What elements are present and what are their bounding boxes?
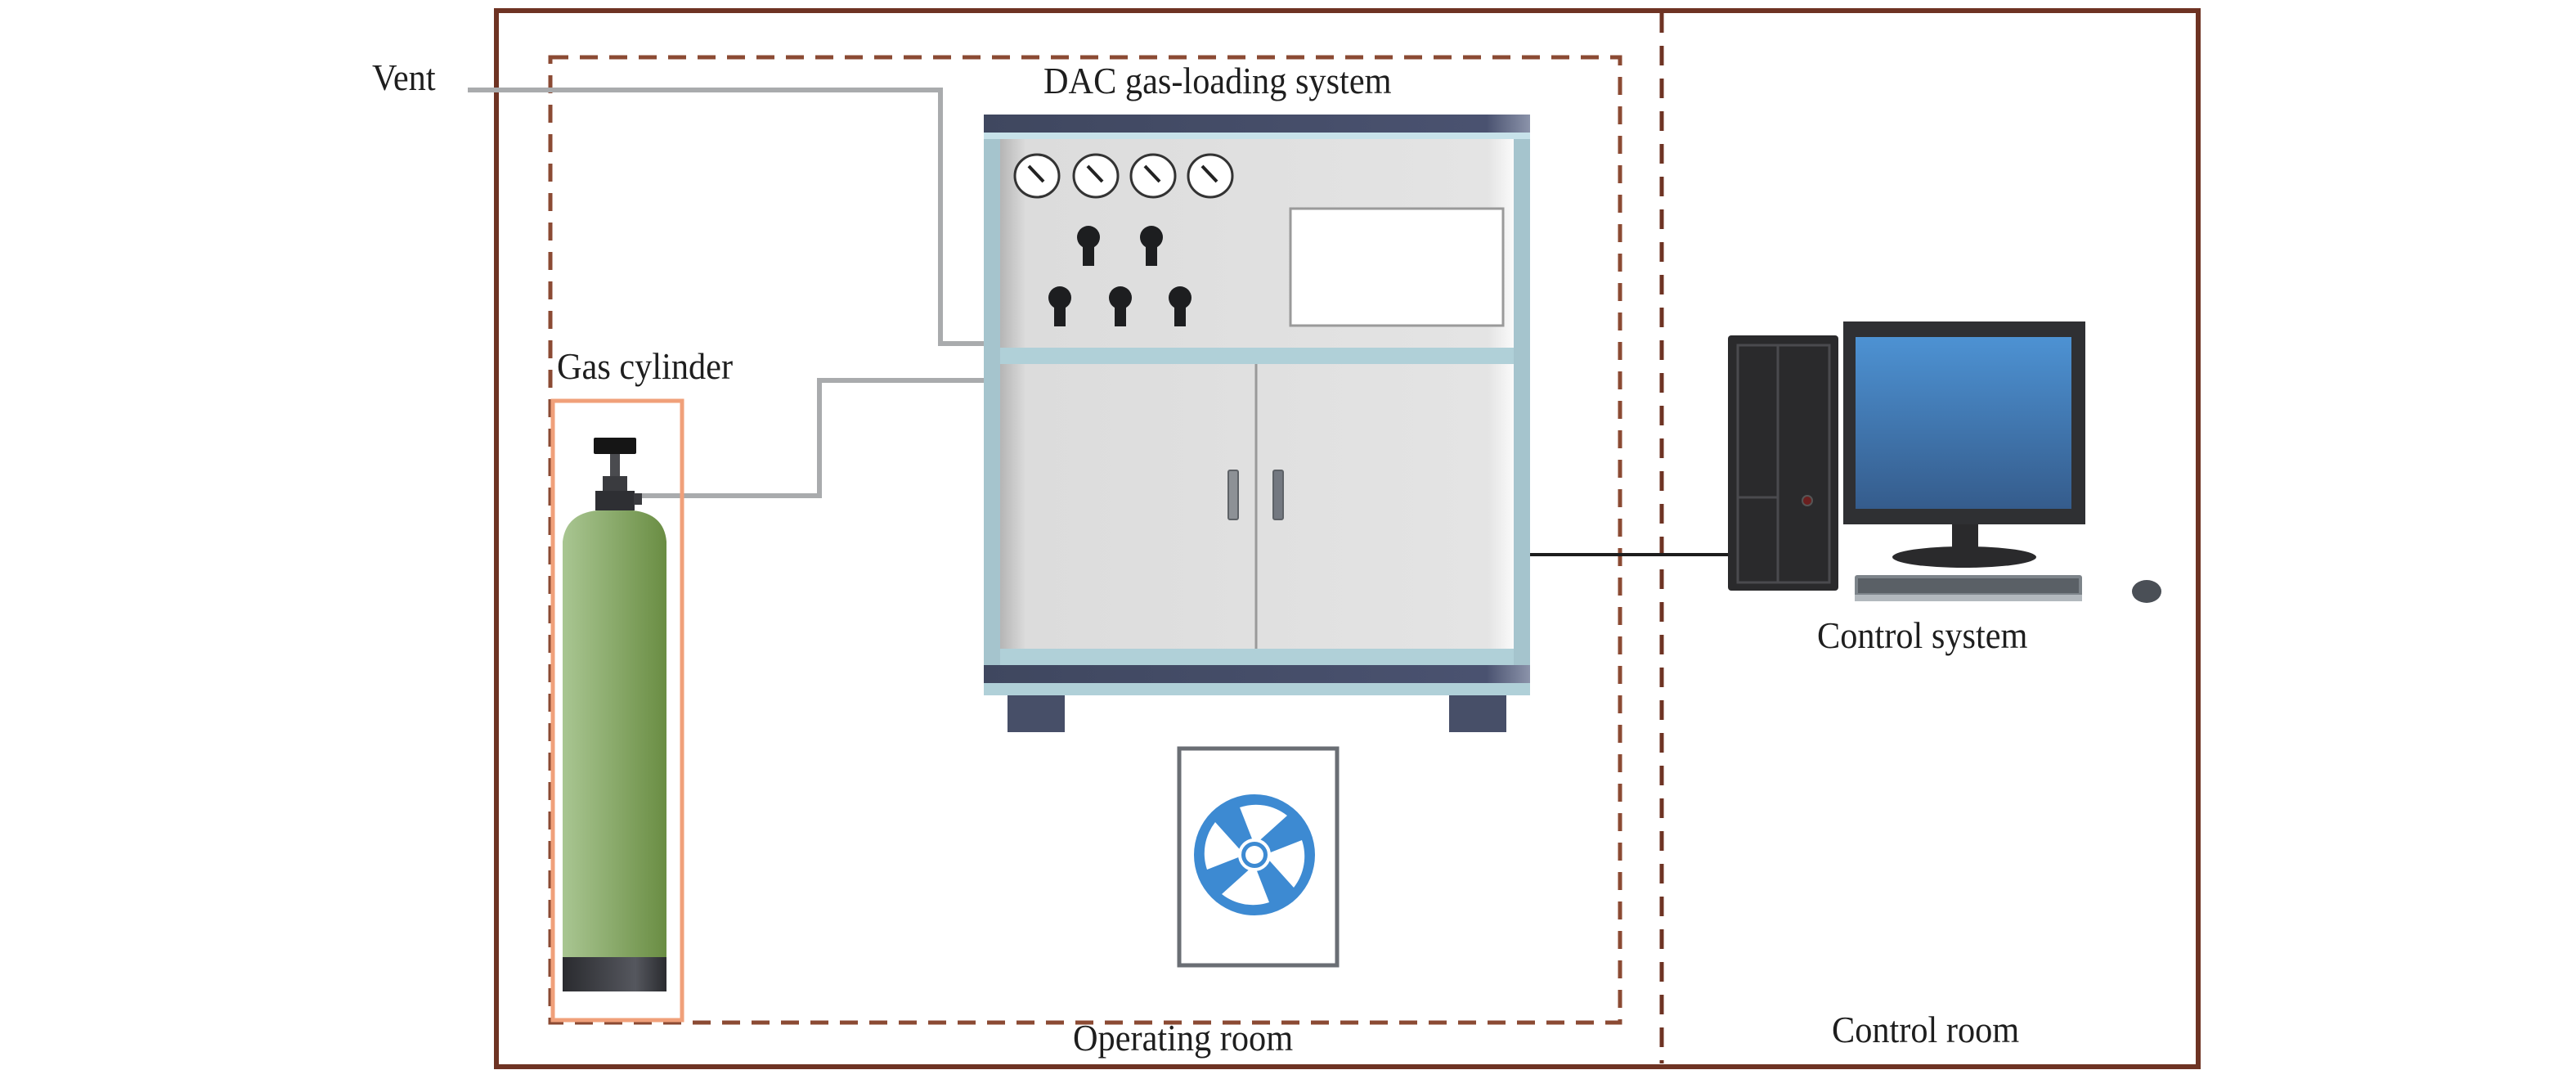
pressure-gauge-icon — [1013, 153, 1061, 199]
computer-tower-icon — [1728, 335, 1838, 591]
operating-room-label: Operating room — [1073, 1017, 1294, 1059]
keyboard-icon — [1855, 575, 2082, 601]
cylinder-gas-line — [642, 378, 985, 498]
door-handle — [1227, 470, 1239, 520]
ventilation-fan-icon — [1194, 794, 1315, 915]
valves — [1048, 226, 1192, 326]
vent-label: Vent — [372, 56, 436, 98]
dac-cabinet — [984, 115, 1530, 732]
gas-cylinder-label: Gas cylinder — [557, 345, 734, 387]
vent-gas-line — [468, 88, 985, 346]
pressure-gauge-icon — [1072, 153, 1120, 199]
pressure-gauge-icon — [1187, 153, 1234, 199]
valve-icon — [1109, 286, 1132, 326]
door-handle — [1272, 470, 1284, 520]
mouse-icon — [2132, 580, 2161, 603]
monitor-icon — [1843, 321, 2085, 568]
cylinder-enclosure — [550, 398, 684, 1023]
valve-icon — [1140, 226, 1163, 266]
gas-cylinder-icon — [563, 438, 666, 991]
control-system-label: Control system — [1817, 614, 2028, 656]
control-room-label: Control room — [1832, 1009, 2020, 1050]
display-panel — [1289, 207, 1505, 327]
pressure-gauges — [1013, 153, 1234, 199]
valve-icon — [1169, 286, 1192, 326]
dac-system-label: DAC gas-loading system — [1043, 60, 1392, 101]
outer-wall — [494, 8, 2201, 1069]
pressure-gauge-icon — [1129, 153, 1177, 199]
valve-icon — [1077, 226, 1100, 266]
valve-icon — [1048, 286, 1071, 326]
operating-room-boundary — [548, 55, 1622, 1025]
